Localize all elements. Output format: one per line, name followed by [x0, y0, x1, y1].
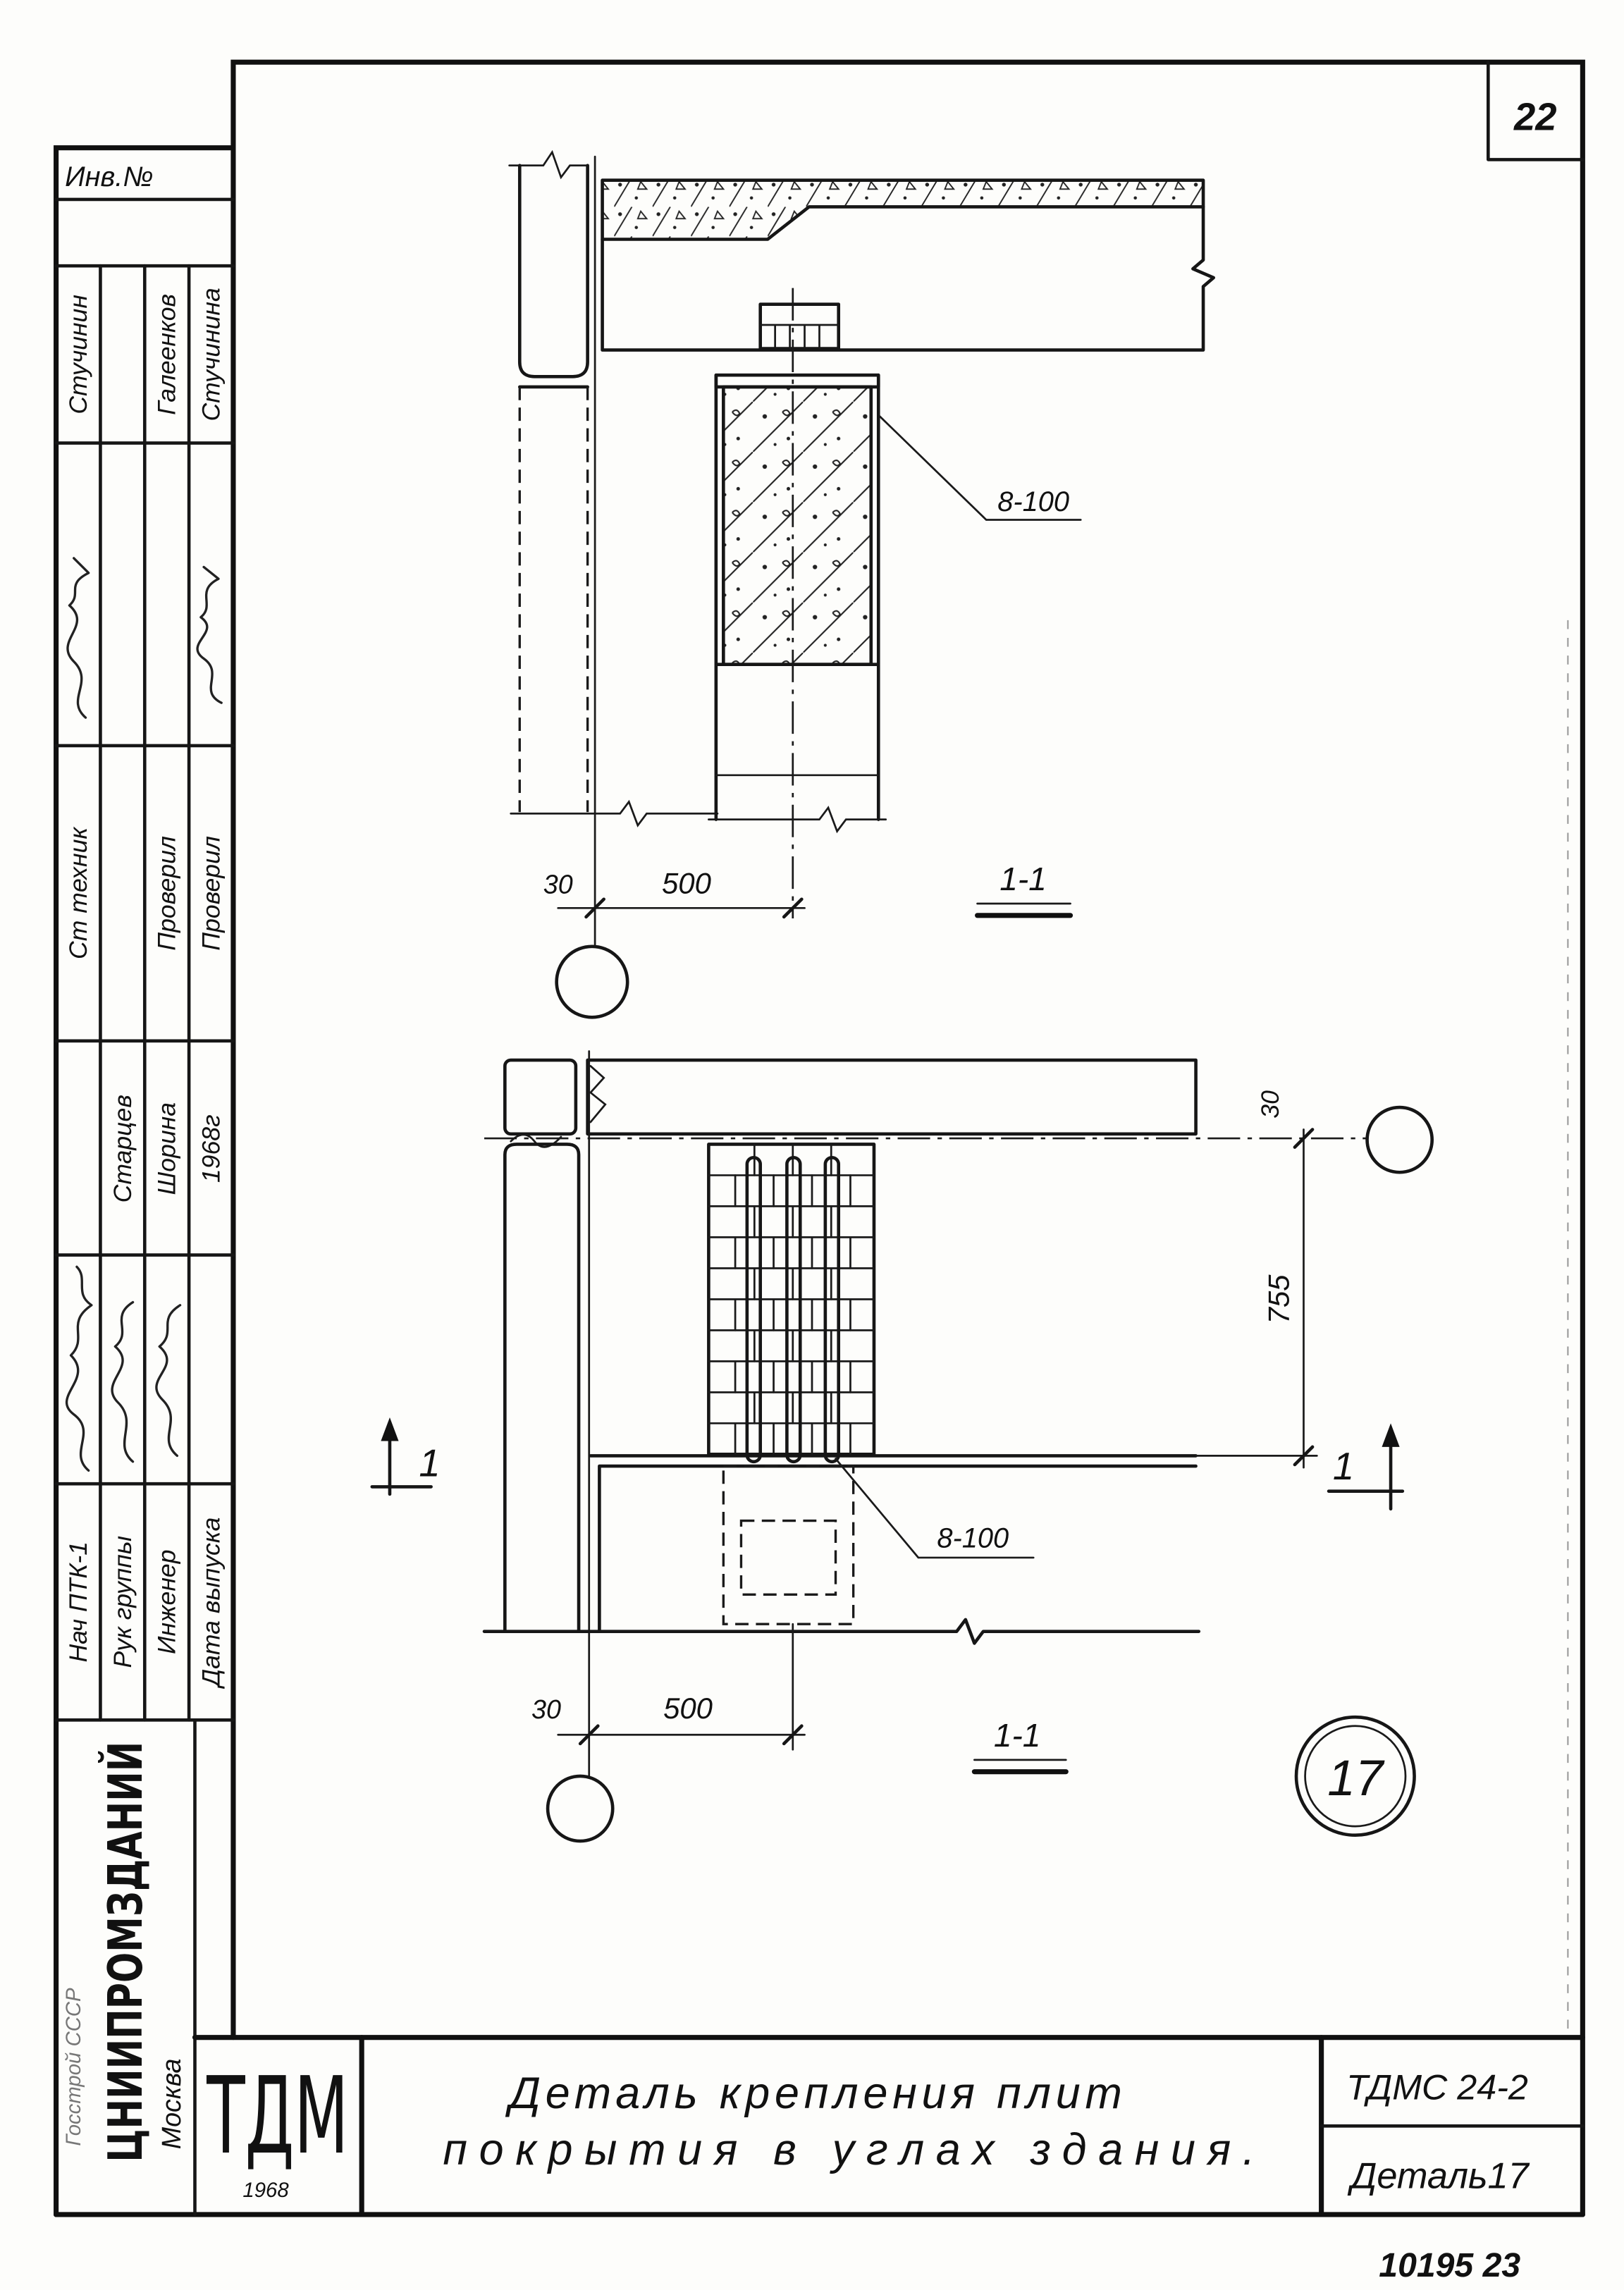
tdm-logo-year: 1968	[242, 2179, 289, 2202]
cut-mark-left-arrow	[381, 1417, 399, 1441]
horizontal-dimension-ticks	[578, 1724, 804, 1746]
slab-topping-concrete	[601, 178, 1205, 241]
organization-city: Москва	[156, 2059, 186, 2150]
stamp-role-issue-date: Дата выпуска	[197, 1518, 226, 1689]
plan-rebar-leader	[835, 1458, 1035, 1559]
detail-mark-outer-circle	[1294, 1715, 1416, 1837]
plan-view: 30 755 1 1 8-100 30 500 1-1 17	[370, 1050, 1434, 1843]
drawing-title-line2: покрытия в углах здания.	[443, 2125, 1255, 2174]
grid-axis-bubble	[555, 944, 629, 1019]
stamp-role-group-lead: Рук группы	[109, 1536, 137, 1668]
approval-stamp: Инв.№ Стучинин Галеенков Стучинина Ст те…	[54, 161, 235, 2217]
dimension-offset: 30	[543, 869, 573, 899]
page-number: 22	[1513, 96, 1557, 139]
stamp-lower-name-col2: Старцев	[109, 1095, 137, 1202]
lower-slab-edge	[598, 1464, 1198, 1633]
anchor-rod	[823, 1155, 841, 1464]
wall-panel-lower-hidden	[518, 386, 589, 813]
wall-top-break	[508, 149, 589, 180]
series-code: ТДМС 24-2	[1346, 2068, 1528, 2107]
stamp-issue-year: 1968г	[197, 1114, 226, 1183]
hidden-column-core	[739, 1519, 837, 1596]
vertical-dimension-ticks	[1293, 1128, 1315, 1467]
stamp-role-col1: Ст техник	[64, 827, 92, 959]
column-body	[714, 373, 880, 821]
grid-axis-bubble-right	[1365, 1105, 1434, 1174]
brick-joints	[708, 1143, 875, 1455]
authority-text: Госстрой СССР	[62, 1988, 85, 2146]
vertical-offset-dimension: 30	[1256, 1090, 1284, 1119]
tdm-logo: ТДМ	[207, 2054, 349, 2178]
page-number-box	[1486, 60, 1585, 161]
section-label: 1-1	[999, 861, 1047, 897]
grid-axis-bubble-bottom	[546, 1774, 615, 1843]
slab-joint-mark	[589, 1065, 607, 1124]
plan-roof-slab	[586, 1058, 1198, 1136]
plan-rebar-note: 8-100	[937, 1522, 1009, 1553]
roof-slab	[601, 205, 1216, 352]
organization-name: ЦНИИПРОМЗДАНИЙ	[97, 1742, 153, 2162]
anchor-rod	[745, 1155, 762, 1464]
column-concrete-infill	[722, 385, 873, 667]
dimension-ticks	[584, 897, 804, 919]
stamp-role-head: Нач ПТК-1	[64, 1541, 92, 1663]
anchor-rods	[745, 1155, 841, 1464]
stamp-name-col1: Стучинин	[64, 295, 92, 414]
column-bottom-break	[708, 806, 887, 834]
main-frame-border	[230, 59, 1585, 2217]
signature-col2-lower	[111, 1300, 135, 1463]
cut-mark-right-arrow	[1382, 1423, 1400, 1447]
stamp-role-engineer: Инженер	[153, 1550, 181, 1655]
footer-code: 10195 23	[1379, 2246, 1520, 2284]
column-cap-plate	[758, 302, 841, 350]
cut-mark-left-number: 1	[419, 1442, 440, 1485]
dimension-span: 500	[662, 866, 711, 899]
sheet-frame: 22	[54, 59, 1585, 2217]
anchor-rod	[785, 1155, 802, 1464]
sheet-label: Деталь17	[1348, 2155, 1530, 2196]
vertical-span-dimension: 755	[1262, 1274, 1296, 1324]
wall-bottom-break	[510, 799, 719, 827]
signature-col1-lower	[65, 1265, 93, 1472]
horizontal-offset-dimension: 30	[531, 1694, 561, 1724]
drawing-title-line1: Деталь крепления плит	[505, 2069, 1122, 2118]
rebar-leader	[878, 415, 1082, 521]
stamp-name-col4: Стучинина	[197, 288, 226, 421]
cap-anchor-bolts	[759, 324, 840, 350]
section-view: 8-100 30 500 1-1	[508, 149, 1216, 1019]
cut-mark-right-number: 1	[1333, 1445, 1354, 1488]
stamp-role-col4: Проверил	[197, 836, 226, 951]
plan-bottom-edge	[482, 1618, 1201, 1645]
stamp-name-col3: Галеенков	[153, 294, 181, 415]
horizontal-span-dimension: 500	[663, 1692, 713, 1725]
corner-wall-block	[503, 1058, 578, 1136]
signature-col4-upper	[196, 565, 223, 704]
plan-wall-panel	[503, 1143, 581, 1633]
stamp-lower-name-col3: Шорина	[153, 1102, 181, 1195]
hidden-column-outline	[722, 1465, 855, 1625]
signature-col1-upper	[66, 557, 90, 719]
stamp-outer-border	[54, 145, 236, 2217]
title-block: ТДМ 1968 Деталь крепления плит покрытия …	[192, 2035, 1585, 2217]
column-top-plate	[714, 373, 880, 389]
signature-col3-lower	[155, 1304, 182, 1458]
stamp-role-col3: Проверил	[153, 836, 181, 951]
wall-panel-upper	[517, 164, 589, 378]
detail-mark-inner-circle	[1304, 1725, 1407, 1828]
detail-mark-number: 17	[1327, 1751, 1385, 1806]
rebar-note: 8-100	[997, 486, 1069, 517]
inventory-label: Инв.№	[65, 161, 153, 192]
plan-section-label: 1-1	[994, 1717, 1041, 1754]
